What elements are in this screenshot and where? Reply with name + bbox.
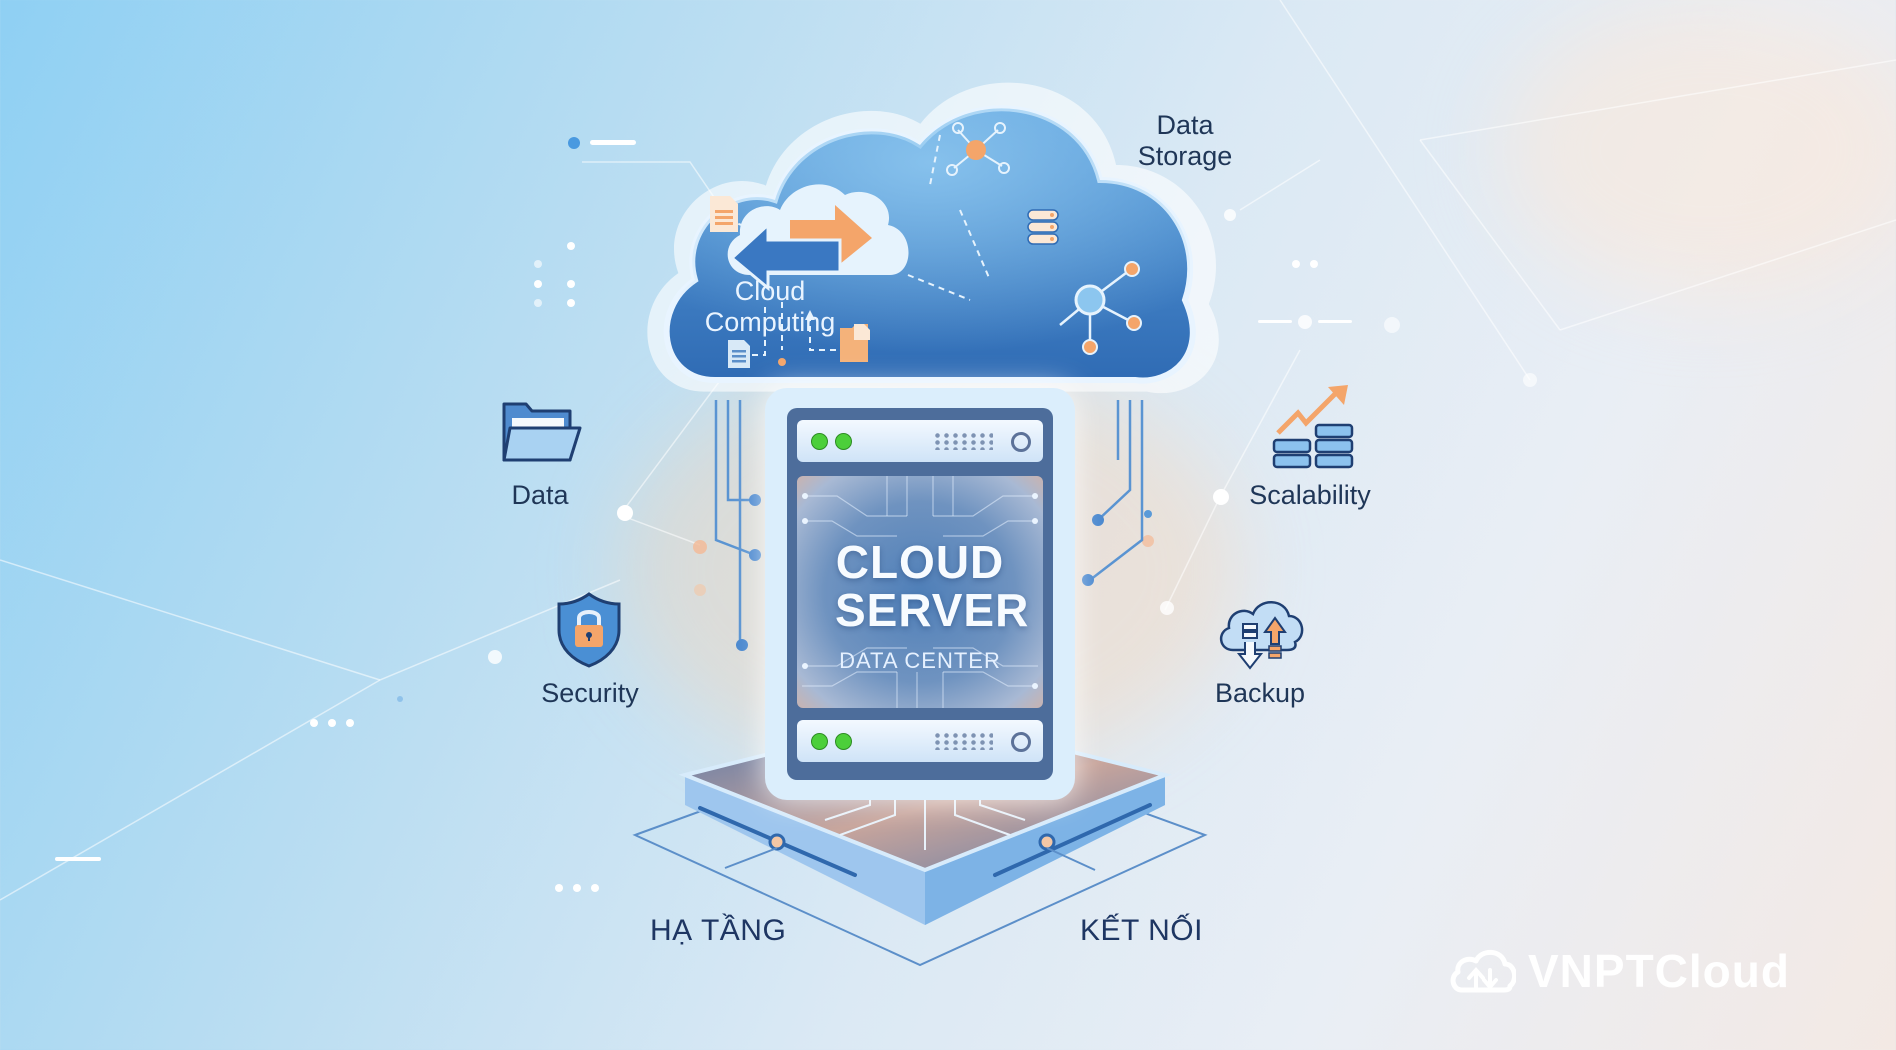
connectivity-label: KẾT NỐI — [1080, 914, 1203, 947]
cloud-computing-cloud — [647, 82, 1219, 394]
feature-security-label: Security — [541, 678, 639, 708]
feature-data-label: Data — [511, 480, 569, 510]
document-icon — [710, 196, 738, 232]
server-title: CLOUD SERVER — [797, 538, 1043, 635]
server-subtitle: DATA CENTER — [839, 648, 1001, 673]
circuit-pattern — [802, 476, 1038, 708]
status-led-icon — [835, 433, 852, 450]
circuit-connector-lines — [714, 400, 1144, 651]
server-rack-top — [797, 420, 1043, 462]
infrastructure-label: HẠ TẦNG — [650, 914, 787, 947]
power-button-icon — [1011, 732, 1031, 752]
status-led-icon — [811, 733, 828, 750]
feature-scalability-label: Scalability — [1249, 480, 1371, 510]
cloud-server-unit: CLOUD SERVER DATA CENTER — [765, 388, 1075, 800]
feature-backup-label: Backup — [1214, 678, 1306, 708]
vent-grille-icon — [933, 432, 993, 450]
background-glow — [1500, 0, 1896, 300]
server-display-panel: CLOUD SERVER DATA CENTER — [797, 476, 1043, 708]
data-storage-label-line2: Storage — [1137, 141, 1233, 172]
folder-icon — [502, 402, 582, 462]
cloud-computing-label: Cloud Computing — [690, 276, 850, 338]
cloud-backup-icon — [1220, 601, 1304, 670]
cloud-sync-icon — [1450, 949, 1516, 993]
cloud-label-line2: Computing — [704, 307, 836, 338]
power-button-icon — [1011, 432, 1031, 452]
shield-lock-icon — [557, 592, 621, 668]
feature-data-storage: Data Storage — [1125, 110, 1245, 172]
server-growth-icon — [1272, 385, 1354, 469]
vent-grille-icon — [933, 732, 993, 750]
data-storage-label-line1: Data — [1156, 110, 1214, 140]
brand-name: VNPTCloud — [1528, 945, 1790, 997]
cloud-label-line1: Cloud — [734, 276, 806, 306]
status-led-icon — [835, 733, 852, 750]
server-title-text: CLOUD SERVER — [835, 536, 1030, 637]
status-led-icon — [811, 433, 828, 450]
server-rack-bottom — [797, 720, 1043, 762]
vnptcloud-logo: VNPTCloud — [1448, 944, 1790, 998]
